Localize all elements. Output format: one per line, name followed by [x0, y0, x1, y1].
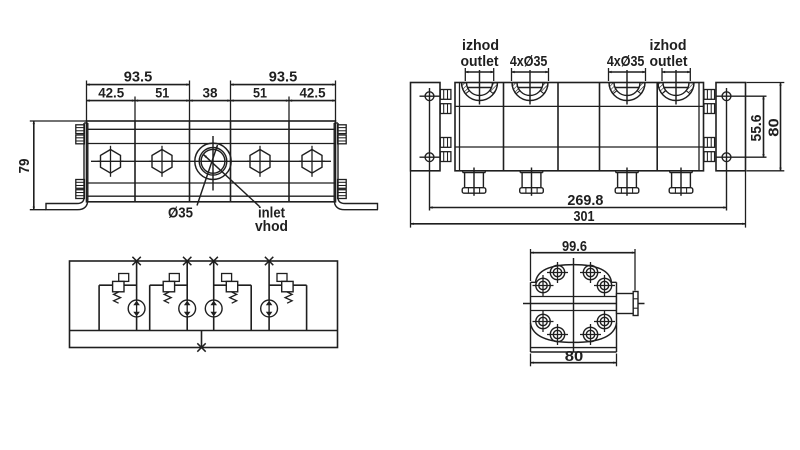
svg-text:4xØ35: 4xØ35	[510, 53, 548, 70]
svg-text:79: 79	[17, 159, 33, 174]
svg-text:4xØ35: 4xØ35	[607, 53, 645, 70]
svg-text:outlet: outlet	[461, 53, 499, 70]
svg-text:99.6: 99.6	[562, 239, 587, 255]
svg-text:vhod: vhod	[255, 218, 288, 235]
svg-text:80: 80	[767, 118, 783, 137]
svg-text:301: 301	[574, 209, 595, 225]
svg-text:93.5: 93.5	[124, 69, 153, 85]
svg-text:42.5: 42.5	[300, 84, 326, 100]
svg-text:80: 80	[565, 349, 584, 365]
svg-text:55.6: 55.6	[749, 115, 765, 142]
svg-text:inlet: inlet	[258, 204, 285, 221]
svg-text:Ø35: Ø35	[168, 204, 193, 221]
svg-text:izhod: izhod	[462, 37, 499, 54]
svg-text:51: 51	[253, 84, 267, 100]
svg-text:38: 38	[203, 84, 218, 100]
svg-text:51: 51	[155, 84, 169, 100]
svg-text:93.5: 93.5	[269, 69, 298, 85]
svg-text:269.8: 269.8	[567, 193, 603, 209]
svg-text:outlet: outlet	[650, 53, 688, 70]
svg-text:izhod: izhod	[650, 37, 687, 54]
svg-text:42.5: 42.5	[98, 84, 124, 100]
